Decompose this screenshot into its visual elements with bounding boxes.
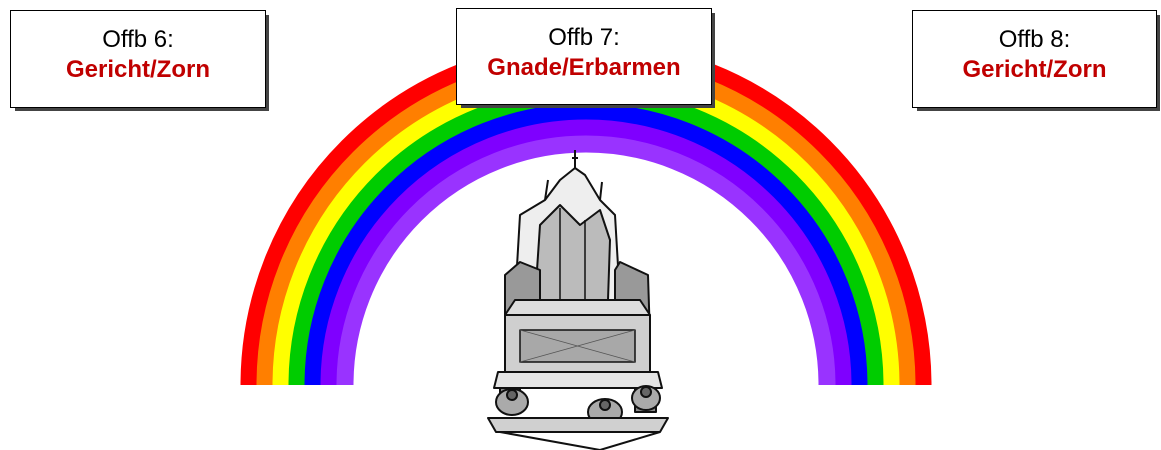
box-title: Offb 8: [998, 26, 1071, 53]
box-subtitle: Gericht/Zorn [962, 56, 1107, 83]
box-title: Offb 6: [102, 26, 174, 53]
rainbow-band [336, 135, 836, 386]
throne-icon [487, 150, 669, 450]
box-title: Offb 7: [548, 24, 620, 51]
rainbow-band [320, 119, 852, 386]
box-subtitle: Gericht/Zorn [65, 56, 210, 83]
label-box-offb-6: Offb 6: Gericht/Zorn [10, 10, 269, 111]
label-box-offb-8: Offb 8: Gericht/Zorn [912, 10, 1160, 111]
rainbow-band [304, 103, 868, 386]
box-subtitle: Gnade/Erbarmen [487, 54, 681, 81]
label-box-offb-7: Offb 7: Gnade/Erbarmen [456, 8, 715, 108]
